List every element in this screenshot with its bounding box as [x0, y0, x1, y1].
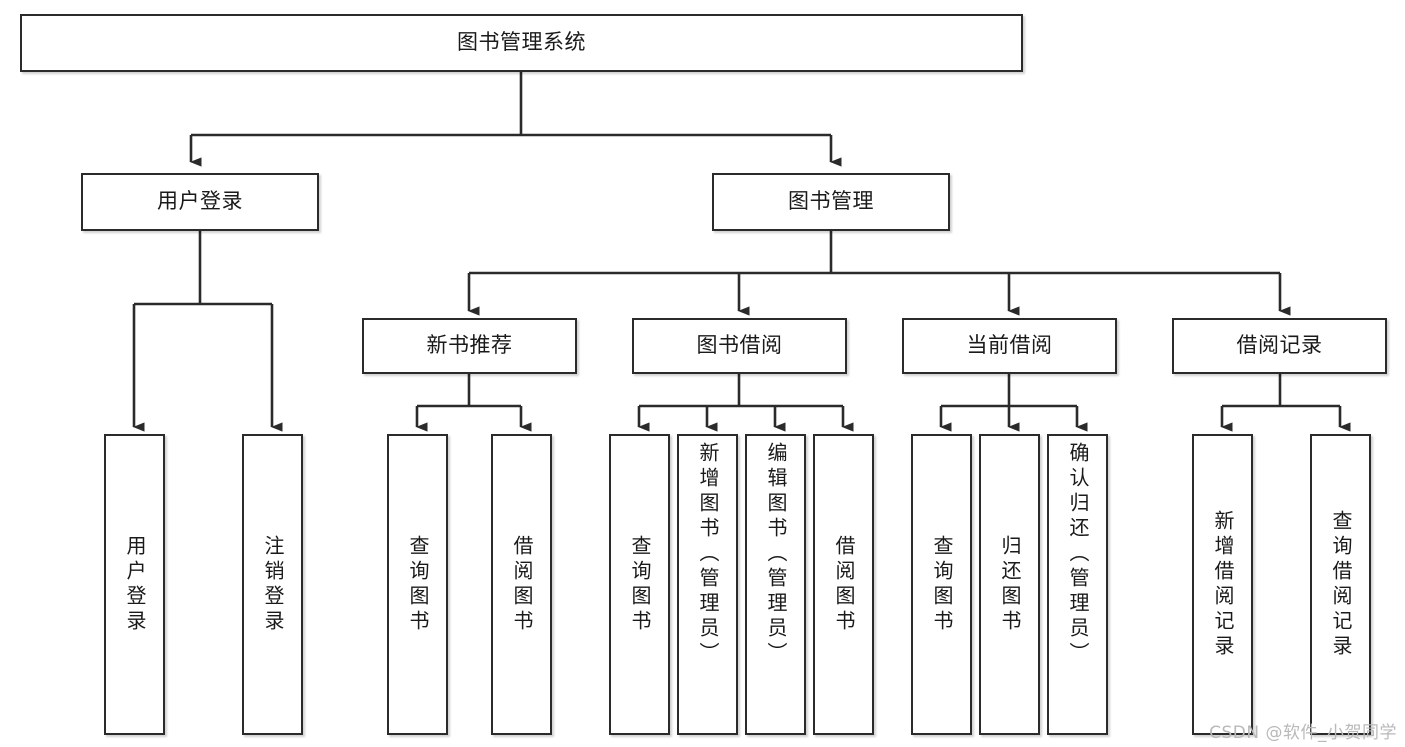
leaf-confirm-return-admin[interactable]: 确认归还（管理员）: [1047, 434, 1108, 735]
edges-currentborrow-to-leaves: [939, 374, 1088, 432]
edges-newbook-to-leaves: [415, 374, 532, 432]
node-root-book-management-system[interactable]: 图书管理系统: [20, 14, 1023, 72]
node-label: 查询图书: [930, 534, 954, 635]
leaf-query-book-current[interactable]: 查询图书: [911, 434, 972, 735]
node-label: 用户登录: [123, 534, 147, 635]
node-label: 用户登录: [157, 189, 243, 214]
node-label: 查询图书: [628, 534, 652, 635]
edges-bookmgmt-to-level3: [467, 231, 1291, 316]
node-label: 新增图书（管理员）: [696, 442, 720, 667]
node-label: 确认归还（管理员）: [1066, 442, 1090, 667]
node-label: 图书借阅: [696, 333, 783, 358]
node-book-management[interactable]: 图书管理: [712, 173, 950, 231]
edges-bookborrow-to-leaves: [637, 374, 854, 432]
leaf-user-login[interactable]: 用户登录: [104, 434, 165, 735]
leaf-query-book-borrow[interactable]: 查询图书: [609, 434, 670, 735]
node-label: 图书管理: [788, 189, 874, 214]
leaf-logout[interactable]: 注销登录: [242, 434, 303, 735]
node-user-login[interactable]: 用户登录: [81, 173, 319, 231]
node-label: 归还图书: [998, 534, 1022, 635]
leaf-add-book-admin[interactable]: 新增图书（管理员）: [677, 434, 738, 735]
node-label: 新增借阅记录: [1211, 509, 1235, 660]
leaf-borrow-book-recommend[interactable]: 借阅图书: [491, 434, 552, 735]
edges-root-to-level2: [189, 72, 842, 167]
edges-borrowrecord-to-leaves: [1220, 374, 1351, 432]
node-borrow-record[interactable]: 借阅记录: [1172, 318, 1387, 374]
leaf-query-borrow-record[interactable]: 查询借阅记录: [1310, 434, 1371, 735]
node-book-borrow[interactable]: 图书借阅: [632, 318, 847, 374]
node-label: 借阅图书: [510, 534, 534, 635]
node-label: 当前借阅: [966, 333, 1053, 358]
edges-userlogin-to-leaves: [132, 231, 283, 432]
leaf-edit-book-admin[interactable]: 编辑图书（管理员）: [745, 434, 806, 735]
leaf-borrow-book[interactable]: 借阅图书: [813, 434, 874, 735]
leaf-return-book[interactable]: 归还图书: [979, 434, 1040, 735]
leaf-add-borrow-record[interactable]: 新增借阅记录: [1192, 434, 1253, 735]
node-label: 借阅记录: [1236, 333, 1323, 358]
node-label: 编辑图书（管理员）: [764, 442, 788, 667]
node-label: 注销登录: [261, 534, 285, 635]
leaf-query-book-recommend[interactable]: 查询图书: [387, 434, 448, 735]
node-label: 图书管理系统: [457, 30, 586, 55]
node-label: 查询借阅记录: [1329, 509, 1353, 660]
node-label: 借阅图书: [832, 534, 856, 635]
node-label: 查询图书: [406, 534, 430, 635]
node-current-borrow[interactable]: 当前借阅: [902, 318, 1117, 374]
node-label: 新书推荐: [426, 333, 513, 358]
node-new-book-recommend[interactable]: 新书推荐: [362, 318, 577, 374]
